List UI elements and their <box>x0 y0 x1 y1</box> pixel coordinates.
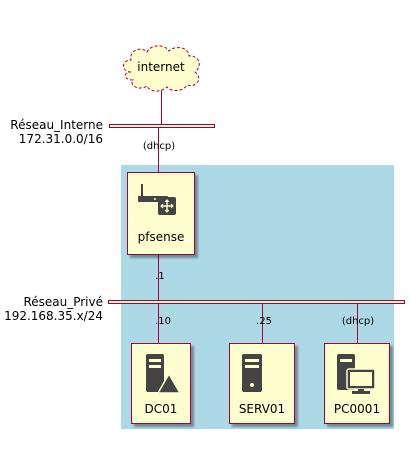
link-prive-serv01 <box>262 304 263 343</box>
workstation-icon <box>337 354 376 394</box>
server-icon <box>242 354 262 392</box>
internet-cloud: internet <box>117 42 205 94</box>
link-prive-dc01 <box>158 304 159 343</box>
pc0001-label: PC0001 <box>333 402 381 416</box>
link-prive-pc0001 <box>357 304 358 343</box>
network-prive-bar <box>108 300 405 304</box>
router-icon <box>138 184 176 215</box>
network-interne-bar <box>109 124 215 128</box>
dc01-node: DC01 <box>131 343 191 424</box>
pfsense-label: pfsense <box>137 230 185 244</box>
network-prive-label: Réseau_Privé 192.168.35.x/24 <box>0 295 103 323</box>
server-warning-icon <box>146 354 182 394</box>
dc01-address: .10 <box>155 316 171 327</box>
network-interne-label: Réseau_Interne 172.31.0.0/16 <box>0 118 103 146</box>
cloud-icon <box>123 45 200 92</box>
pfsense-interne-address: (dhcp) <box>142 141 176 152</box>
serv01-node: SERV01 <box>229 343 295 424</box>
network-interne-name: Réseau_Interne <box>10 118 103 132</box>
dc01-label: DC01 <box>144 402 178 416</box>
serv01-address: .25 <box>256 316 272 327</box>
internet-label: internet <box>137 60 185 74</box>
link-pfsense-prive <box>158 255 159 300</box>
link-internet-interne <box>161 90 162 124</box>
network-interne-subnet: 172.31.0.0/16 <box>18 132 103 146</box>
link-interne-pfsense <box>158 128 159 172</box>
pc0001-node: PC0001 <box>324 343 390 424</box>
network-prive-subnet: 192.168.35.x/24 <box>4 309 103 323</box>
serv01-label: SERV01 <box>238 402 286 416</box>
pc0001-address: (dhcp) <box>341 316 375 327</box>
network-prive-name: Réseau_Privé <box>23 295 103 309</box>
pfsense-prive-address: .1 <box>155 271 165 282</box>
pfsense-node: pfsense <box>127 172 195 255</box>
